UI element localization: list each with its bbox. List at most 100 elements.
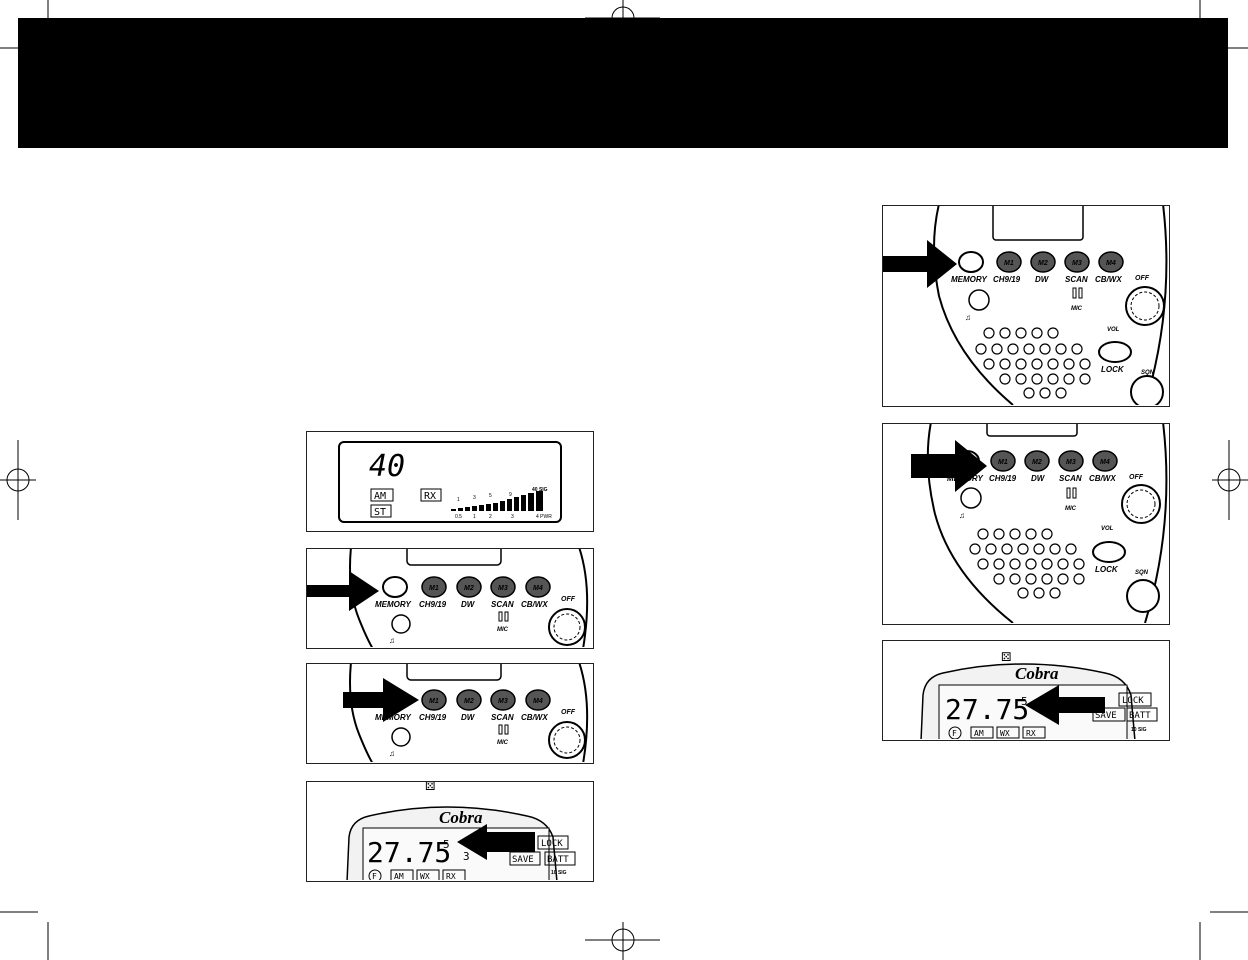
radio-buttons-vol-text: VOL <box>1101 526 1114 532</box>
pwr-scale-3: 3 <box>511 514 514 520</box>
radio-buttons-m2-text: M2 <box>1032 459 1042 466</box>
cobra-display-brand-text: Cobra <box>1015 664 1059 683</box>
cobra-display-sig-text: 10 SIG <box>1131 727 1147 733</box>
radio-buttons-lock-text: LOCK <box>1101 365 1125 374</box>
arrow-left-icon <box>1025 685 1105 725</box>
cobra-display-frequency-text: 27.75 <box>945 693 1029 726</box>
svg-text:♫: ♫ <box>959 511 965 520</box>
brand-logo: Cobra <box>439 808 483 827</box>
svg-text:⚄: ⚄ <box>425 782 435 793</box>
radio-buttons-vol-text: VOL <box>1107 327 1120 333</box>
cb-label: CB/WX <box>521 600 548 609</box>
radio-buttons-sqn-text: SQN <box>1135 570 1149 576</box>
sig-scale-3: 3 <box>473 495 476 501</box>
radio-buttons-memory-text: MEMORY <box>951 275 988 284</box>
cobra-display-batt-text: BATT <box>547 855 569 865</box>
arrow-right-icon <box>343 678 419 722</box>
radio-buttons-mic-text: MIC <box>497 740 509 746</box>
radio-buttons-m3-text: M3 <box>498 585 508 592</box>
radio-buttons-mic-text: MIC <box>1071 306 1083 312</box>
arrow-left-icon <box>457 824 535 860</box>
radio-buttons-m2-text: M2 <box>1038 260 1048 267</box>
cobra-display-am-text: AM <box>394 872 404 880</box>
radio-buttons-m1-text: M1 <box>1004 260 1014 267</box>
radio-buttons-m3-text: M3 <box>1066 459 1076 466</box>
radio-buttons-sqn-text: SQN <box>1141 370 1155 376</box>
radio-buttons-off-text: OFF <box>1129 474 1144 481</box>
scan-label: SCAN <box>491 600 514 609</box>
header-banner <box>18 18 1228 148</box>
cobra-display-am-text: AM <box>974 729 984 738</box>
arrow-right-icon <box>307 571 379 611</box>
cobra-display-lock-text: LOCK <box>1122 696 1144 706</box>
arrow-right-icon <box>911 440 987 492</box>
lcd-channel-figure: 40 AM RX ST 40 SIG 1 3 5 9 0.5 1 2 3 4 P… <box>306 431 594 532</box>
svg-text:♫: ♫ <box>965 313 971 322</box>
sig-label: 40 SIG <box>532 487 548 493</box>
cobra-display-sub-digit-text: 3 <box>463 850 470 863</box>
radio-buttons-lock-text: LOCK <box>1095 565 1119 574</box>
radio-buttons-cb-text: CB/WX <box>1089 474 1116 483</box>
radio-buttons-off-text: OFF <box>561 596 576 603</box>
ch-label: CH9/19 <box>419 600 447 609</box>
cobra-display-figure-right: ⚄ Cobra 27.75 5 LOCK SAVE BATT F AM WX R… <box>882 640 1170 741</box>
radio-buttons-scan-text: SCAN <box>491 713 514 722</box>
cobra-display-figure: ⚄ Cobra 27.75 5 3 LOCK SAVE BATT F AM WX… <box>306 781 594 882</box>
cobra-display-batt-text: BATT <box>1129 711 1151 721</box>
cobra-display-rx-text: RX <box>446 872 456 880</box>
speaker-grille <box>975 327 1091 399</box>
rx-indicator: RX <box>424 491 436 502</box>
speaker-grille <box>969 528 1085 599</box>
radio-buttons-m4-text: M4 <box>533 698 543 705</box>
cobra-display-save-text: SAVE <box>512 855 534 865</box>
radio-buttons-dw-text: DW <box>1035 275 1050 284</box>
frequency-readout: 27.75 <box>367 836 451 869</box>
dw-label: DW <box>461 600 476 609</box>
radio-figure-memory: M1 M2 M3 M4 MEMORY CH9/19 DW SCAN CB/WX … <box>882 205 1170 407</box>
radio-buttons-cb-text: CB/WX <box>1095 275 1122 284</box>
st-indicator: ST <box>374 507 386 518</box>
radio-buttons-mic-text: MIC <box>497 627 509 633</box>
radio-buttons-m4-text: M4 <box>1100 459 1110 466</box>
radio-buttons-ch-text: CH9/19 <box>993 275 1021 284</box>
radio-buttons-dw-text: DW <box>461 713 476 722</box>
sig-scale-1: 1 <box>457 497 460 503</box>
radio-buttons-dw-text: DW <box>1031 474 1046 483</box>
cobra-display-f-text: F <box>952 729 957 738</box>
radio-buttons-m3-text: M3 <box>498 698 508 705</box>
radio-buttons-memory-text: MEMORY <box>375 713 412 722</box>
radio-buttons-off-text: OFF <box>561 709 576 716</box>
radio-buttons-m2-text: M2 <box>464 585 474 592</box>
arrow-right-icon <box>883 240 957 288</box>
memory-label: MEMORY <box>375 600 412 609</box>
cobra-display-rx-text: RX <box>1026 729 1036 738</box>
svg-text:⚄: ⚄ <box>1001 650 1011 664</box>
radio-buttons-m4-text: M4 <box>1106 260 1116 267</box>
pwr-scale-1: 1 <box>473 514 476 520</box>
cobra-display-wx-text: WX <box>1000 729 1010 738</box>
cobra-display-lock-text: LOCK <box>541 839 563 849</box>
svg-text:♫: ♫ <box>389 749 395 758</box>
radio-buttons-m1-text: M1 <box>429 698 439 705</box>
radio-buttons-scan-text: SCAN <box>1065 275 1088 284</box>
am-indicator: AM <box>374 491 386 502</box>
cobra-display-f-text: F <box>372 872 377 880</box>
channel-readout: 40 <box>369 449 405 484</box>
radio-buttons-scan-text: SCAN <box>1059 474 1082 483</box>
cobra-display-sup-digit-text: 5 <box>443 838 450 851</box>
radio-buttons-m1-text: M1 <box>429 585 439 592</box>
cobra-display-sup-digit-text: 5 <box>1021 695 1028 708</box>
pwr-label: 4 PWR <box>536 514 552 520</box>
pwr-scale-05: 0.5 <box>455 514 462 520</box>
keypad-figure-memory: M1 M2 M3 M4 MEMORY CH9/19 DW SCAN CB/WX … <box>306 548 594 649</box>
pwr-scale-2: 2 <box>489 514 492 520</box>
radio-buttons-m2-text: M2 <box>464 698 474 705</box>
cobra-display-wx-text: WX <box>420 872 430 880</box>
radio-figure-m1: M1 M2 M3 M4 MEMORY CH9/19 DW SCAN CB/WX … <box>882 423 1170 625</box>
keypad-figure-m1: M1 M2 M3 M4 MEMORY CH9/19 DW SCAN CB/WX … <box>306 663 594 764</box>
sig-scale-5: 5 <box>489 493 492 499</box>
svg-text:♫: ♫ <box>389 636 395 645</box>
signal-bars <box>451 491 543 511</box>
radio-buttons-cb-text: CB/WX <box>521 713 548 722</box>
cobra-display-save-text: SAVE <box>1095 711 1117 721</box>
